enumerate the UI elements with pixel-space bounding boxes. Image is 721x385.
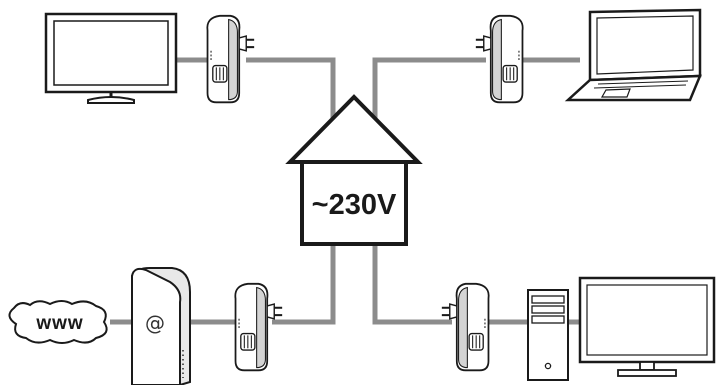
house-outline (290, 97, 418, 244)
router-at-symbol: @ (145, 311, 165, 335)
internet-label: www (35, 313, 83, 334)
wire-house-to-router-adapter (272, 244, 333, 322)
wire-house-to-laptop-adapter (375, 60, 486, 118)
wire-house-to-pc-adapter (375, 244, 452, 322)
voltage-label: ~230V (312, 189, 397, 221)
wire-house-to-tv-adapter (246, 60, 333, 118)
tv-icon (46, 14, 176, 103)
laptop-icon (568, 10, 700, 100)
powerline-adapter-pc (442, 284, 489, 370)
house-mains: ~230V (290, 97, 418, 244)
desktop-computer-icon (528, 278, 714, 380)
router-icon: @ (132, 268, 190, 385)
powerline-adapter-router (235, 284, 282, 370)
internet-cloud: www (9, 301, 106, 343)
